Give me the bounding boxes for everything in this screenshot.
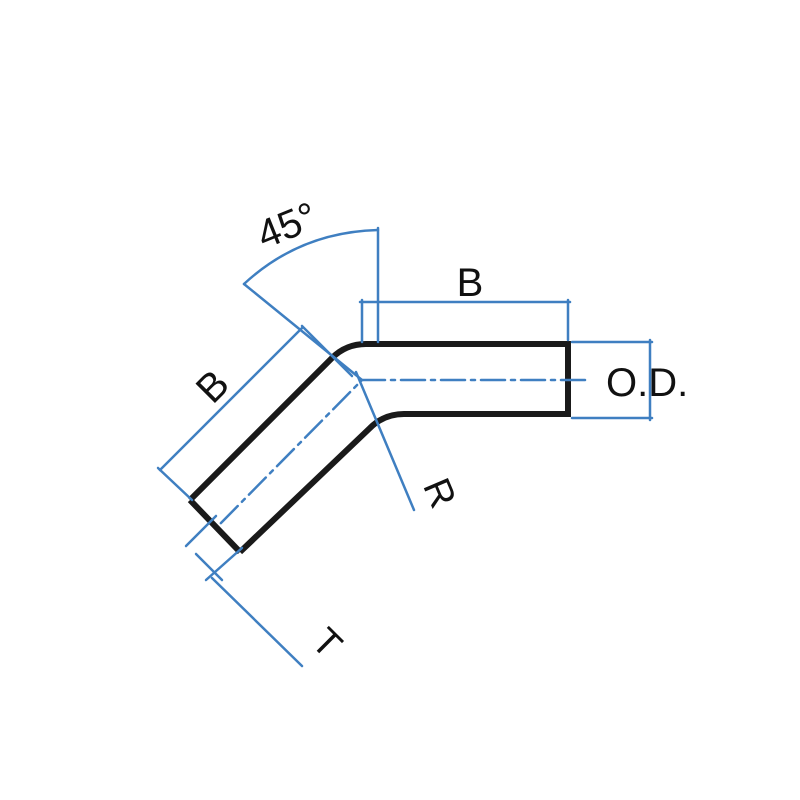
od-label: O.D. [606, 361, 688, 405]
t-extension-a [184, 514, 218, 548]
tube-body [187, 341, 571, 555]
r-label: R [414, 472, 463, 514]
t-label: T [303, 620, 349, 666]
t-dimension-line [194, 552, 224, 582]
b-left-dimension-line [158, 326, 304, 472]
centerline [216, 378, 587, 528]
b-top-label: B [457, 261, 484, 305]
dimension-lines [156, 226, 654, 668]
tube-inner-wall [237, 411, 568, 555]
t-extension-b [204, 546, 244, 582]
tube-left-end [187, 497, 243, 555]
angle-label: 45° [251, 194, 324, 257]
b-left-label: B [188, 362, 238, 412]
b-left-extension-top [300, 324, 354, 378]
b-left-extension-bottom [156, 466, 194, 502]
tube-outer-wall [187, 341, 568, 503]
t-leader [210, 576, 304, 668]
r-leader [354, 370, 416, 512]
angle-leg-diagonal [242, 282, 364, 382]
angle-arc [242, 228, 380, 286]
